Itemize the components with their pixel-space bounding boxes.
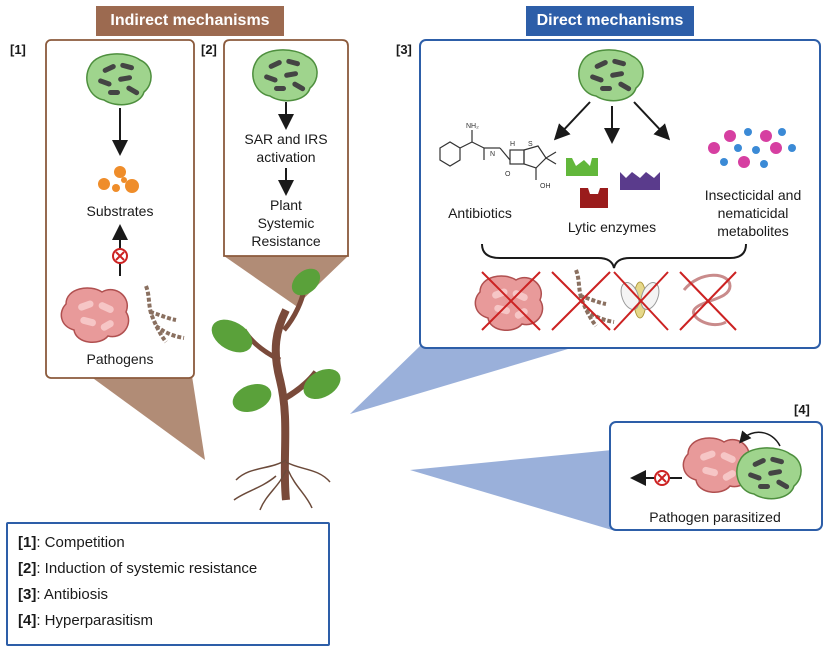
legend-item-3: [3]: Antibiosis [18,586,109,603]
beam-panel4 [410,450,612,530]
pathogen-parasitized-label: Pathogen parasitized [649,509,781,525]
insecticidal-line1: Insecticidal and [704,187,802,203]
blocked-icon [654,470,670,486]
enzyme-green-icon [566,158,598,176]
tag-1: [1] [10,42,26,57]
tag-2: [2] [201,42,217,57]
antibiotic-structure-icon [439,130,557,180]
psr-line1: Plant [270,197,302,213]
chem-o-label: O [505,171,511,178]
panel-antibiosis [419,39,821,349]
header-direct: Direct mechanisms [526,6,694,36]
chem-h-label: H [510,141,515,148]
substrate-dots-icon [98,166,139,193]
legend-item-2: [2]: Induction of systemic resistance [18,560,258,577]
legend-box: [1]: Competition [2]: Induction of syste… [6,522,330,646]
bacteria-icon [252,49,318,102]
sar-irs-line2: activation [256,149,316,165]
plant-icon [211,268,341,511]
metabolite-dots-icon [708,128,796,168]
chem-oh-label: OH [540,183,551,190]
pathogens-label: Pathogens [86,351,154,367]
cross-marks [481,271,737,331]
insecticidal-line3: metabolites [717,223,789,239]
beam-panel3 [350,346,578,414]
panel-systemic-resistance [223,39,349,257]
bacteria-icon [86,53,152,106]
chem-s-label: S [528,141,533,148]
legend-item-4: [4]: Hyperparasitism [18,612,154,629]
insecticidal-line2: nematicidal [717,205,789,221]
psr-line3: Resistance [251,233,321,249]
tag-3: [3] [396,42,412,57]
psr-line2: Systemic [257,215,315,231]
beam-panel1 [90,376,205,460]
brace [481,243,747,269]
antibiotic-labels: NH₂ H S N O OH [466,123,551,190]
header-indirect: Indirect mechanisms [96,6,284,36]
chem-nh2-label: NH₂ [466,123,479,130]
substrates-label: Substrates [86,203,154,219]
enzyme-purple-icon [620,172,660,190]
blocked-icon [112,248,128,264]
beam-panel2 [224,256,348,306]
enzyme-red-icon [580,188,608,208]
bacteria-parasite-icon [736,447,802,500]
lytic-enzymes-label: Lytic enzymes [567,219,657,235]
tag-4: [4] [794,402,810,417]
antibiotics-label: Antibiotics [448,205,512,221]
bacteria-icon [578,49,644,102]
sar-irs-line1: SAR and IRS [244,131,328,147]
nematode-crossed-icon [682,273,732,327]
legend-item-1: [1]: Competition [18,534,125,551]
chem-n-label: N [490,151,495,158]
